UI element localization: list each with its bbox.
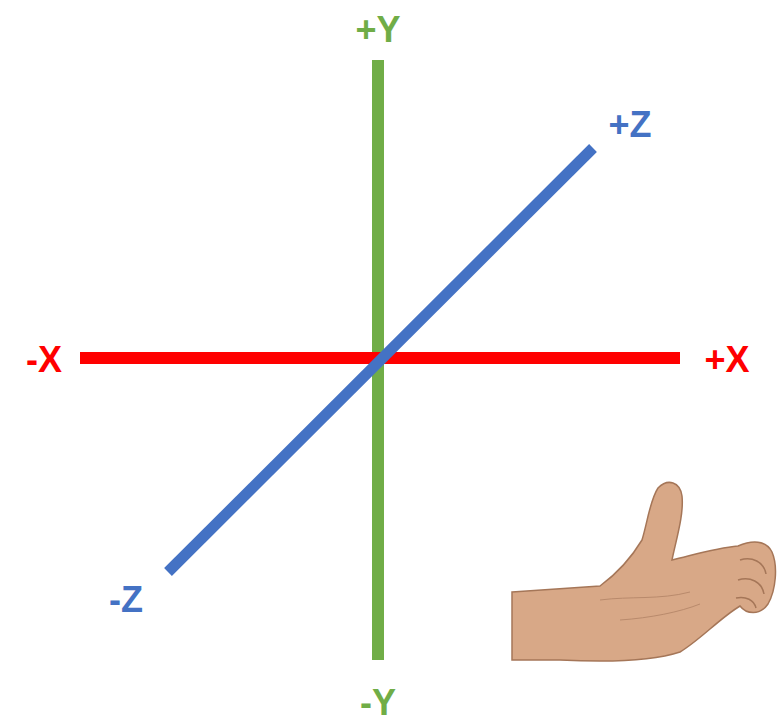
axis-label: +X: [704, 342, 749, 378]
axis-label: +Z: [608, 107, 651, 143]
palm-lines: [600, 592, 700, 620]
axis-label: -Y: [360, 685, 396, 721]
axis-label: +Y: [355, 12, 400, 48]
axis-label: -Z: [109, 582, 143, 618]
axis-label: -X: [26, 342, 62, 378]
finger-lines: [736, 559, 766, 608]
hand-illustration: [512, 482, 775, 661]
hand-shape: [512, 482, 775, 661]
z-axis: [168, 148, 593, 572]
